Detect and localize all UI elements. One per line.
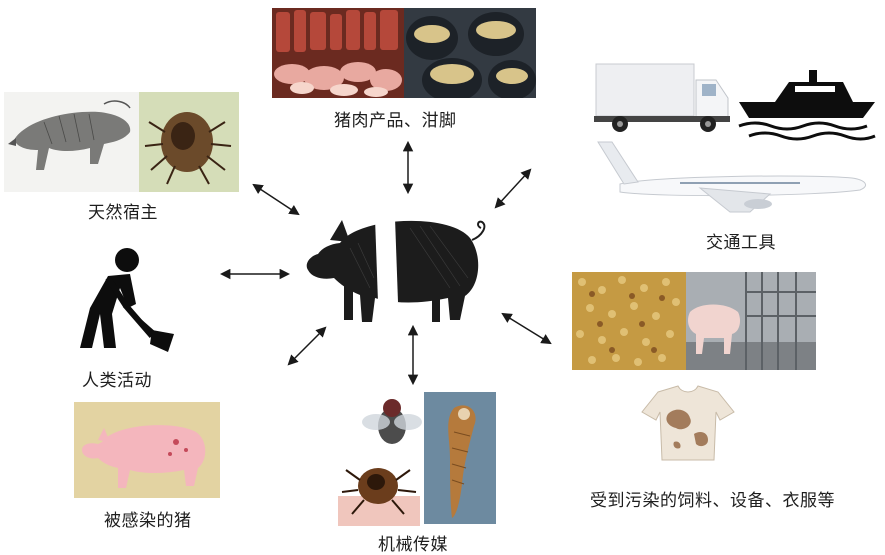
pig-icon — [306, 216, 486, 322]
pork-label: 猪肉产品、泔脚 — [334, 111, 457, 131]
feed-grain-icon — [572, 272, 686, 370]
wild-label: 天然宿主 — [88, 203, 158, 223]
swill-pots-icon — [404, 8, 536, 98]
wild-boar-icon — [4, 92, 139, 192]
node-human: 人类活动 — [70, 248, 220, 391]
node-vector: 机械传媒 — [338, 392, 508, 555]
boat-icon — [738, 70, 876, 141]
vector-label: 机械传媒 — [378, 535, 448, 555]
tick-icon — [139, 92, 239, 192]
node-pork: 猪肉产品、泔脚 — [272, 8, 536, 131]
pig-pen-icon — [686, 272, 816, 370]
arrow-infected — [287, 326, 327, 366]
node-wild: 天然宿主 — [4, 92, 240, 223]
fly-icon — [362, 399, 422, 444]
truck-icon — [594, 63, 730, 132]
center-pig — [300, 198, 490, 328]
node-feed: 受到污染的饲料、设备、衣服等 — [572, 272, 882, 512]
node-transport: 交通工具 — [590, 58, 880, 253]
arrow-feed — [501, 312, 552, 345]
node-infected: 被感染的猪 — [74, 402, 224, 532]
airplane-icon — [597, 141, 867, 213]
infected-label: 被感染的猪 — [104, 511, 192, 531]
tick-icon — [338, 452, 420, 526]
raw-meat-icon — [272, 8, 404, 98]
human-label: 人类活动 — [82, 371, 152, 391]
leech-icon — [424, 392, 496, 524]
arrow-wild — [252, 183, 300, 216]
person-shoveling-icon — [80, 248, 174, 352]
transport-label: 交通工具 — [706, 233, 776, 253]
arrow-transport — [494, 168, 532, 209]
feed-label: 受到污染的饲料、设备、衣服等 — [590, 491, 835, 511]
dirty-shirt-icon — [641, 385, 735, 461]
infected-pig-icon — [74, 402, 220, 498]
